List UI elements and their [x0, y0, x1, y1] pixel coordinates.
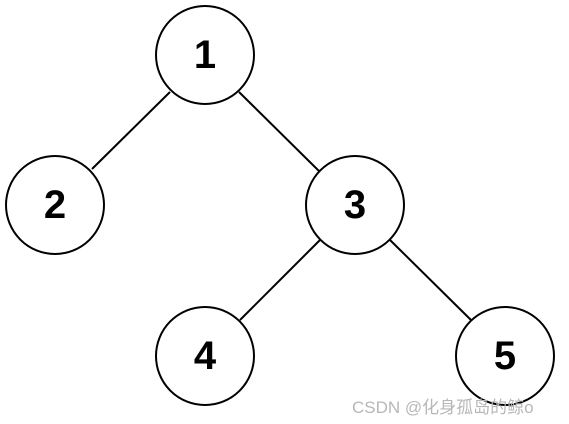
edge-1-3 [238, 91, 321, 173]
tree-node-label: 2 [44, 183, 66, 227]
tree-node-label: 4 [194, 334, 217, 378]
edge-3-5 [389, 239, 472, 321]
tree-node-label: 5 [494, 334, 516, 378]
tree-node-circle [155, 306, 255, 406]
tree-node-label: 1 [194, 33, 216, 77]
tree-node-circle [5, 155, 105, 255]
tree-node-circle [155, 5, 255, 105]
tree-node-2: 2 [5, 155, 105, 255]
tree-node-5: 5 [455, 306, 555, 406]
tree-node-4: 4 [155, 306, 255, 406]
tree-node-1: 1 [155, 5, 255, 105]
edge-1-2 [91, 91, 171, 170]
tree-edges [91, 91, 472, 321]
tree-node-label: 3 [344, 183, 366, 227]
edge-3-4 [239, 239, 321, 321]
tree-node-circle [305, 155, 405, 255]
tree-node-3: 3 [305, 155, 405, 255]
tree-node-circle [455, 306, 555, 406]
watermark: CSDN @化身孤岛的鲸o [352, 398, 534, 417]
